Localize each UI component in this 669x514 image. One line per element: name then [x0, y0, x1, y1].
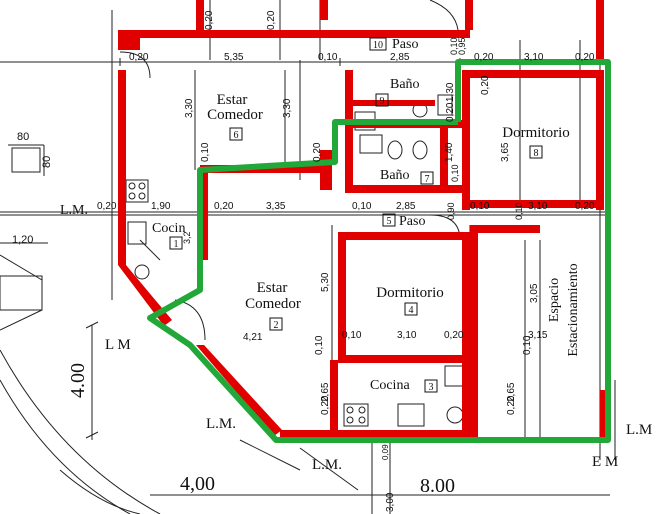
dim-label: 0,09	[381, 444, 390, 460]
dim-label: 0,20	[266, 10, 277, 30]
room-paso-top-number: 10	[373, 40, 383, 51]
room-dorm-bot: Dormitorio	[376, 285, 444, 301]
dim-label: 5,35	[224, 52, 244, 63]
room-dorm-top: Dormitorio	[502, 125, 570, 141]
dim-label: 0,10	[449, 37, 459, 55]
dimension-labels: 0,20 5,35 0,10 2,85 0,20 3,10 0,20 0,20 …	[12, 10, 595, 512]
dim-label: 1,30	[445, 82, 456, 102]
lm-marker: L.M.	[206, 416, 236, 432]
dim-label: 0,20	[480, 75, 491, 95]
lm-marker: L.M.	[60, 203, 88, 218]
dim-label: 2,65	[506, 382, 517, 402]
dim-label: 3,30	[184, 98, 195, 118]
room-espacio-line1: Espacio	[547, 278, 562, 322]
dim-label: 0,10	[352, 201, 372, 212]
dim-label: 1,20	[12, 234, 33, 246]
dim-label: 0,10	[514, 202, 524, 220]
dim-label: 3,2	[182, 231, 192, 244]
room-estar-bot-line2: Comedor	[245, 296, 301, 312]
dim-label: 3,10	[397, 330, 417, 341]
dim-label: 0,10	[450, 164, 460, 182]
room-cocina-left: Cocin	[152, 221, 185, 236]
dim-label: 0,10	[200, 142, 211, 162]
dim-label: 0,20	[312, 142, 323, 162]
room-estar-top-line2: Comedor	[207, 107, 263, 123]
unit-outline	[147, 59, 611, 443]
dim-label: 0,20	[320, 395, 331, 415]
dim-label: 1,90	[151, 201, 171, 212]
room-paso-top: Paso	[392, 37, 418, 52]
dim-label: 2,85	[390, 52, 410, 63]
dim-label: 3,35	[266, 201, 286, 212]
dim-label: 0,90	[446, 202, 456, 220]
room-estar-bot-line1: Estar	[257, 280, 288, 296]
dim-label: 80	[41, 156, 53, 168]
dim-label: 0,10	[470, 201, 490, 212]
walls	[118, 0, 608, 440]
room-estar-top-line1: Estar	[217, 92, 248, 108]
dim-label: 0,95	[457, 37, 467, 55]
em-marker: E M	[592, 454, 618, 470]
dim-label: 0,20	[506, 395, 517, 415]
room-cocina-bot-number: 3	[429, 382, 434, 393]
room-bano-mid-number: 7	[425, 174, 430, 185]
room-estar-top-number: 6	[234, 130, 239, 141]
room-paso-mid: Paso	[399, 214, 425, 229]
dim-label: 3,00	[385, 492, 396, 512]
lm-marker: L M	[105, 337, 131, 353]
dim-label: 0,10	[522, 335, 533, 355]
dim-label: 0,20	[474, 52, 494, 63]
dim-label: 3,10	[528, 201, 548, 212]
dim-label: 0,20	[97, 201, 117, 212]
dim-label: 2,65	[320, 382, 331, 402]
room-bano-top-number: 9	[380, 96, 385, 107]
dim-label: 0,20	[575, 201, 595, 212]
room-estar-bot-number: 2	[274, 320, 279, 331]
room-espacio-line2: Estacionamiento	[566, 263, 581, 356]
dim-label: 0,20	[129, 52, 149, 63]
lm-marker: L.M	[626, 422, 652, 438]
dim-label: 80	[17, 131, 29, 143]
dim-label: 0,20	[575, 52, 595, 63]
dim-label: 4,00	[180, 473, 215, 495]
room-paso-mid-number: 5	[387, 216, 392, 227]
dim-label: 0,10	[314, 335, 325, 355]
room-bano-mid: Baño	[380, 168, 410, 183]
room-bano-top: Baño	[390, 77, 420, 92]
boundary-markers: L.M. L M L.M. L.M. L.M E M	[60, 203, 652, 473]
room-dorm-top-number: 8	[534, 148, 539, 159]
dim-label: 0,20	[214, 201, 234, 212]
dim-label: 8.00	[420, 475, 455, 497]
dim-label: 0,20	[444, 330, 464, 341]
dim-label: 1,40	[444, 142, 455, 162]
lm-marker: L.M.	[312, 457, 342, 473]
dim-label: 4,21	[243, 332, 263, 343]
room-cocina-left-number: 1	[174, 239, 179, 250]
dim-label: 3,65	[500, 142, 511, 162]
dim-label: 3,05	[529, 283, 540, 303]
room-labels: Estar Comedor 6 10 Paso Baño 9 Dormitori…	[152, 37, 581, 393]
room-cocina-bot: Cocina	[370, 378, 410, 393]
room-dorm-bot-number: 4	[409, 305, 414, 316]
dim-label: 3,10	[524, 52, 544, 63]
dim-label: 2,85	[396, 201, 416, 212]
dim-label: 3,15	[528, 330, 548, 341]
dim-label: 0,10	[342, 330, 362, 341]
dim-label: 0,20	[445, 102, 456, 122]
dim-label: 4.00	[67, 363, 89, 398]
dim-label: 5,30	[320, 272, 331, 292]
dim-label: 0,10	[318, 52, 338, 63]
dim-label: 3,30	[282, 98, 293, 118]
dim-label: 0,20	[204, 10, 215, 30]
